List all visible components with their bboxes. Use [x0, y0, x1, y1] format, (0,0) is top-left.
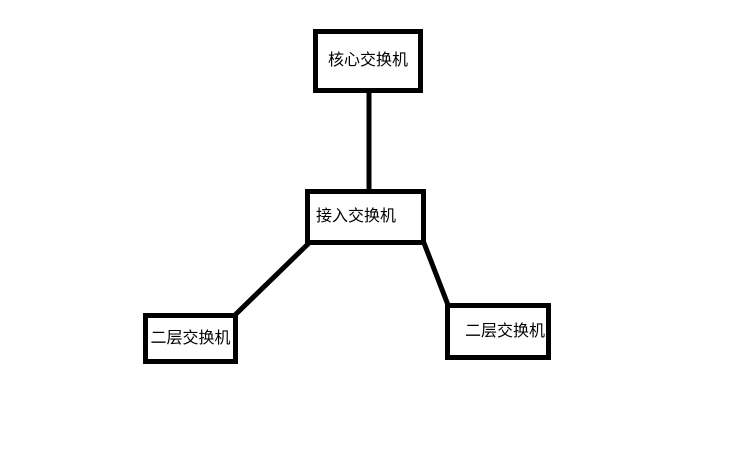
node-core-switch: 核心交换机 — [313, 29, 423, 93]
node-l2-switch-left: 二层交换机 — [143, 313, 238, 364]
edge-access-to-l2-right — [420, 239, 452, 309]
node-core-switch-label: 核心交换机 — [327, 52, 408, 69]
node-access-switch: 接入交换机 — [305, 189, 426, 245]
node-access-switch-label: 接入交换机 — [316, 208, 397, 225]
node-l2-switch-right-label: 二层交换机 — [464, 322, 545, 340]
node-l2-switch-left-label: 二层交换机 — [150, 329, 231, 347]
node-l2-switch-right: 二层交换机 — [445, 303, 551, 360]
edge-access-to-l2-left — [232, 239, 313, 318]
